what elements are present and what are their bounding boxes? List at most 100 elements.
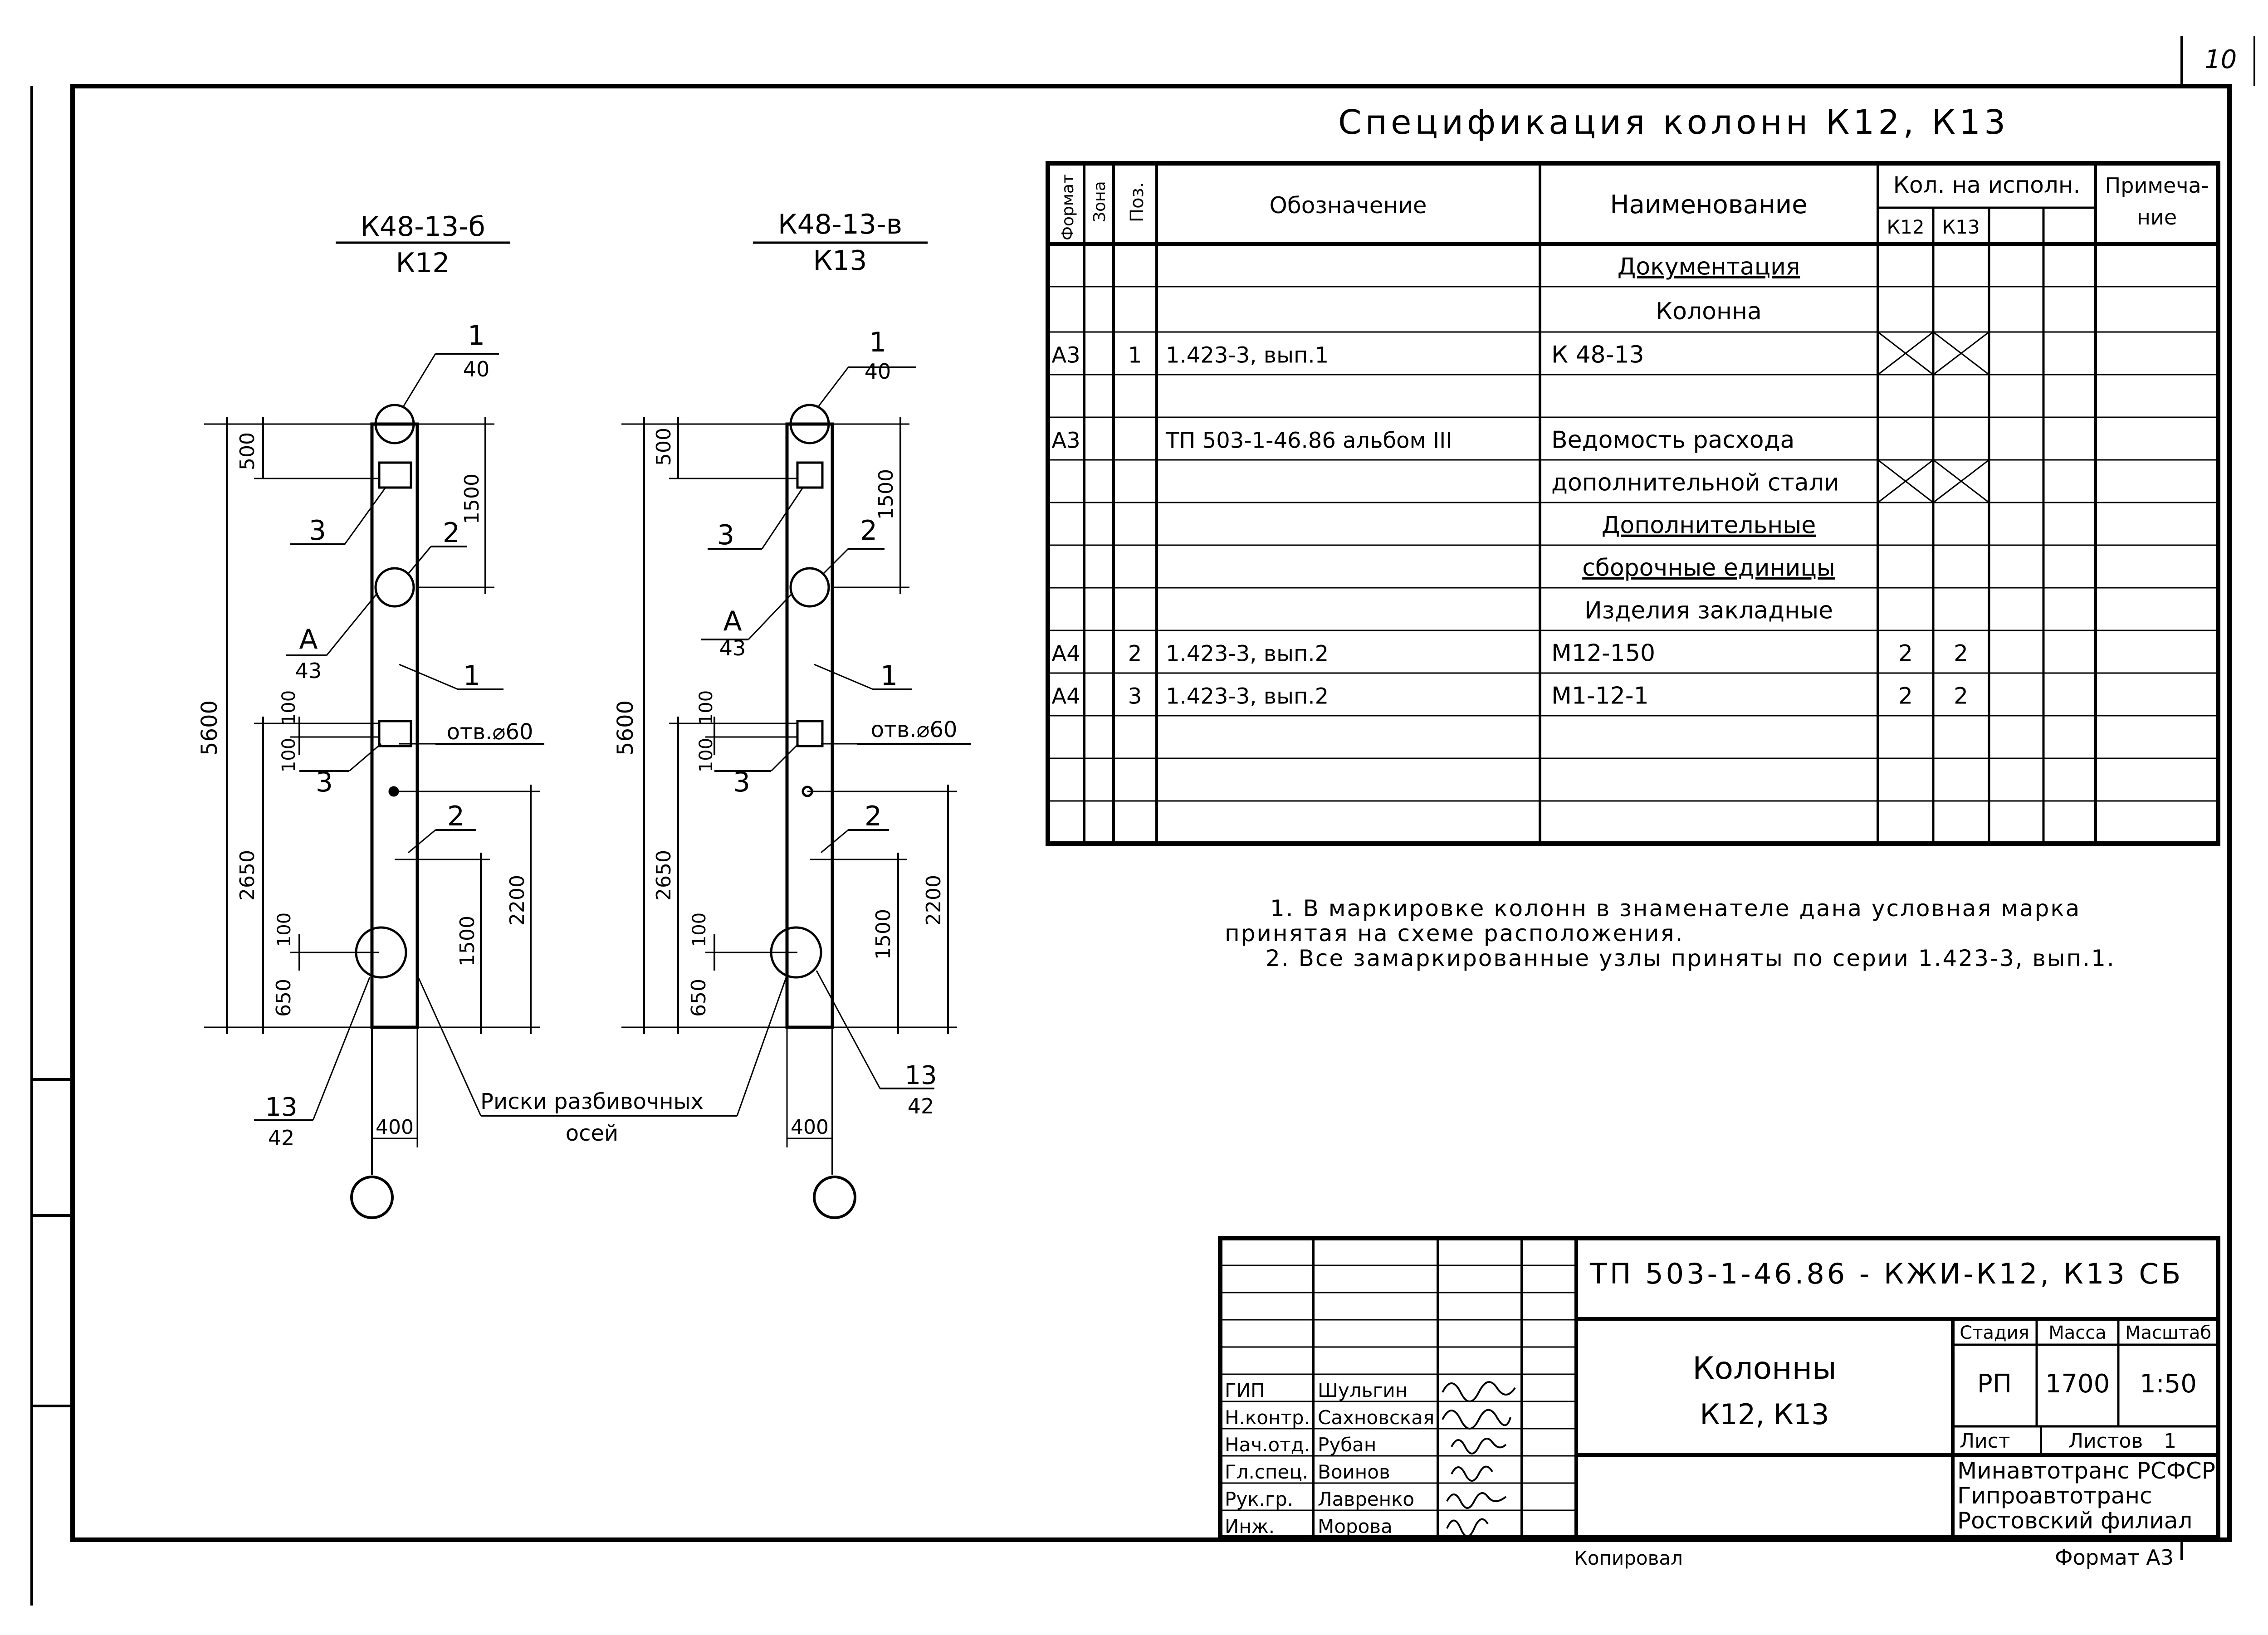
svg-text:40: 40 [865,359,891,384]
title-block [1218,1236,2220,1540]
svg-text:1: 1 [880,660,898,692]
svg-text:2. Все замаркированные узлы пр: 2. Все замаркированные узлы приняты по с… [1266,945,2116,971]
svg-text:5600: 5600 [197,700,222,756]
svg-text:42: 42 [908,1094,934,1118]
svg-text:650: 650 [272,979,295,1017]
spec-cell-name: Дополнительные [1602,512,1816,539]
svg-text:100: 100 [696,738,717,772]
spec-cell-format: А4 [1051,641,1080,667]
spec-cell-name: Документация [1618,254,1800,281]
svg-text:Рубан: Рубан [1318,1434,1376,1456]
spec-header: Формат Зона Поз. Обозначение Наименовани… [1059,172,2209,240]
svg-text:1500: 1500 [456,916,479,966]
spec-cell-pos: 1 [1128,343,1142,368]
svg-text:принятая на схеме расположения: принятая на схеме расположения. [1225,920,1684,947]
svg-text:2: 2 [860,515,877,547]
svg-text:А: А [723,605,742,637]
spec-cell-name: Ведомость расхода [1551,427,1794,454]
svg-text:100: 100 [689,913,710,947]
svg-text:2: 2 [865,800,882,832]
svg-text:Лист: Лист [1960,1430,2010,1453]
svg-text:Спецификация колонн К12, К13: Спецификация колонн К12, К13 [1338,103,2009,142]
format-label: Формат А3 [2055,1545,2174,1570]
page-number: 10 [2204,45,2237,74]
spec-cell-format: А3 [1051,343,1080,368]
svg-text:42: 42 [268,1126,295,1150]
column-k13-labels: К48-13-в К13 1 40 3 2 А 43 1 3 отв.⌀60 2… [613,209,957,1139]
svg-text:500: 500 [652,428,675,466]
svg-text:отв.⌀60: отв.⌀60 [871,717,958,742]
spec-cell-name: Колонна [1656,298,1762,325]
svg-text:100: 100 [279,690,299,725]
sheet-frame [30,36,2255,1606]
svg-text:43: 43 [295,659,322,683]
svg-text:1: 1 [2164,1430,2176,1453]
spec-cell-pos: 3 [1128,684,1142,709]
spec-cell-designation: 1.423-3, вып.1 [1166,343,1329,368]
mark-k12-den: К12 [396,247,450,279]
svg-text:3: 3 [733,766,750,798]
title-block-text: ТП 503-1-46.86 - КЖИ-К12, К13 СБ Колонны… [1225,1257,2215,1537]
crossed-cells [1877,331,1989,503]
svg-text:1: 1 [468,320,485,351]
spec-cell-format: А4 [1051,684,1080,709]
svg-text:Масштаб: Масштаб [2125,1323,2211,1343]
svg-text:5600: 5600 [613,700,638,756]
svg-text:Наименование: Наименование [1610,190,1807,220]
svg-text:40: 40 [463,357,490,381]
svg-text:Н.контр.: Н.контр. [1225,1406,1310,1429]
signatures [1442,1381,1516,1537]
svg-text:650: 650 [687,979,710,1017]
svg-text:Колонны: Колонны [1692,1351,1837,1386]
svg-text:Воинов: Воинов [1318,1461,1390,1483]
svg-text:1: 1 [463,660,480,692]
svg-text:400: 400 [791,1116,829,1139]
svg-text:100: 100 [279,738,299,772]
svg-text:отв.⌀60: отв.⌀60 [447,719,533,745]
svg-text:Формат: Формат [1059,174,1077,240]
svg-text:Инж.: Инж. [1225,1515,1275,1537]
mark-k12-num: К48-13-б [360,211,485,243]
svg-text:2: 2 [443,517,460,549]
svg-text:Кол. на исполн.: Кол. на исполн. [1893,172,2081,198]
svg-text:13: 13 [265,1093,297,1122]
svg-text:43: 43 [719,636,746,660]
svg-text:1500: 1500 [872,909,895,960]
mark-k13-num: К48-13-в [778,209,902,240]
spec-cell-k12: 2 [1898,640,1913,667]
svg-text:РП: РП [1977,1369,2012,1399]
svg-text:ГИП: ГИП [1225,1379,1265,1401]
spec-cell-designation: 1.423-3, вып.2 [1166,684,1329,709]
svg-text:А: А [299,624,318,655]
spec-cell-name: К 48-13 [1551,342,1644,369]
svg-text:1. В маркировке колонн в знаме: 1. В маркировке колонн в знаменателе дан… [1270,895,2081,922]
spec-table [1046,161,2220,846]
doc-code: ТП 503-1-46.86 - КЖИ-К12, К13 СБ [1589,1257,2183,1290]
svg-text:1:50: 1:50 [2140,1369,2197,1399]
svg-text:2650: 2650 [236,850,259,901]
svg-text:Сахновская: Сахновская [1318,1406,1434,1429]
svg-text:1500: 1500 [460,473,484,524]
svg-text:Обозначение: Обозначение [1270,192,1427,219]
svg-text:Лавренко: Лавренко [1318,1488,1414,1510]
spec-cell-k13: 2 [1954,640,1968,667]
notes: 1. В маркировке колонн в знаменателе дан… [1225,895,2116,971]
svg-text:Зона: Зона [1090,181,1109,222]
column-k12-labels: К48-13-б К12 1 40 3 2 А 43 1 3 отв.⌀60 2… [197,211,533,1150]
spec-cell-pos: 2 [1128,641,1142,667]
svg-text:1: 1 [869,327,886,358]
svg-text:Стадия: Стадия [1960,1323,2029,1343]
spec-cell-format: А3 [1051,428,1080,454]
svg-text:1700: 1700 [2045,1369,2110,1399]
svg-text:ние: ние [2137,205,2177,229]
spec-cell-name: М1-12-1 [1551,683,1649,710]
column-k12-drawing [204,241,544,1219]
spec-cell-name: М12-150 [1551,640,1655,667]
svg-text:осей: осей [566,1121,618,1146]
spec-cell-k13: 2 [1954,683,1968,709]
svg-text:2200: 2200 [922,875,945,926]
svg-text:13: 13 [904,1061,937,1090]
svg-text:Морова: Морова [1318,1515,1393,1537]
spec-cell-name: дополнительной стали [1551,469,1839,497]
